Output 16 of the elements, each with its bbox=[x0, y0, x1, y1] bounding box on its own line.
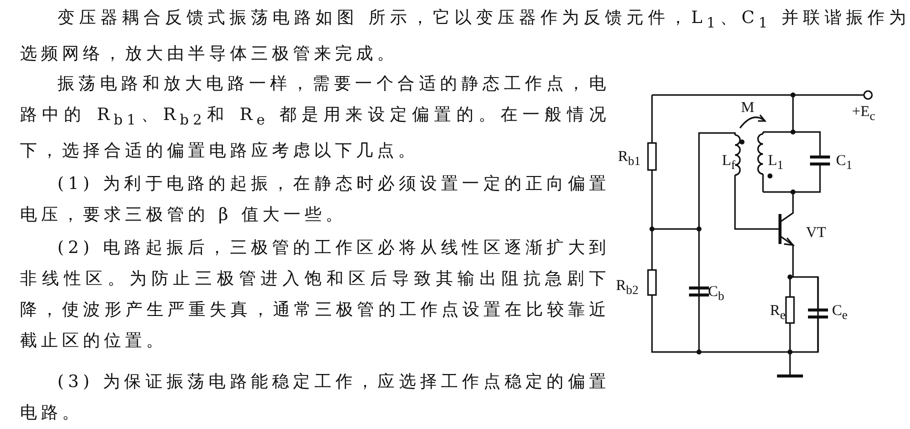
supply-terminal-label: +E$_{c}$ bbox=[852, 104, 876, 124]
component-label: L$_{1}$ bbox=[768, 153, 784, 173]
component-label: VT bbox=[806, 225, 826, 241]
component-label: L$_{f}$ bbox=[722, 153, 736, 173]
paragraph: (2) 电路起振后，三极管的工作区必将从线性区逐渐扩大到非线性区。为防止三极管进入饱和区后导致其输出阻抗急剧下降，使波形产生严重失真，通常三极管的工作点设置在比较靠近截止区的位置。 bbox=[20, 237, 610, 353]
component-label: R$_{b1}$ bbox=[618, 149, 641, 169]
mutual-inductance-label: M bbox=[741, 100, 754, 116]
component-label: C$_{e}$ bbox=[832, 303, 848, 323]
paragraph: 变压器耦合反馈式振荡电路如图 所示，它以变压器作为反馈元件，L$_{1}$、C$_{1}$ 并联谐振作为选频网络，放大由半导体三极管来完成。 bbox=[20, 7, 910, 66]
component-label: R$_{b2}$ bbox=[616, 278, 639, 298]
paragraph: 振荡电路和放大电路一样，需要一个合适的静态工作点，电路中的 R$_{b1}$、R$_{b2}$和 R$_{e}$ 都是用来设定偏置的。在一般情况下，选择合适的偏置电路应考虑以下几点。 bbox=[20, 73, 610, 164]
component-label: R$_{e}$ bbox=[770, 303, 786, 323]
component-label: C$_{b}$ bbox=[708, 284, 724, 304]
paragraph: (3) 为保证振荡电路能稳定工作，应选择工作点稳定的偏置电路。 bbox=[20, 371, 610, 425]
paragraph: (1) 为利于电路的起振，在静态时必须设置一定的正向偏置电压，要求三极管的 β 值大一些。 bbox=[20, 173, 610, 227]
component-label: C$_{1}$ bbox=[836, 153, 852, 173]
